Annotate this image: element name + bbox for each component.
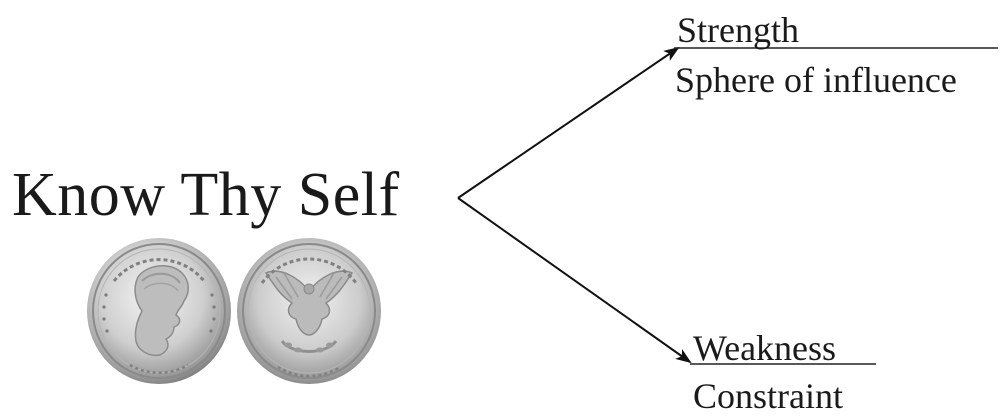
arrow-to-weakness [457, 197, 692, 364]
diagram-title: Know Thy Self [12, 161, 400, 229]
sphere-of-influence-label: Sphere of influence [675, 60, 957, 100]
arrow-to-strength [457, 46, 680, 199]
strength-label: Strength [677, 10, 799, 50]
constraint-label: Constraint [693, 376, 843, 416]
morgan-dollar-obverse-icon [86, 237, 232, 385]
weakness-label: Weakness [693, 328, 837, 368]
morgan-dollar-reverse-icon [236, 237, 382, 385]
